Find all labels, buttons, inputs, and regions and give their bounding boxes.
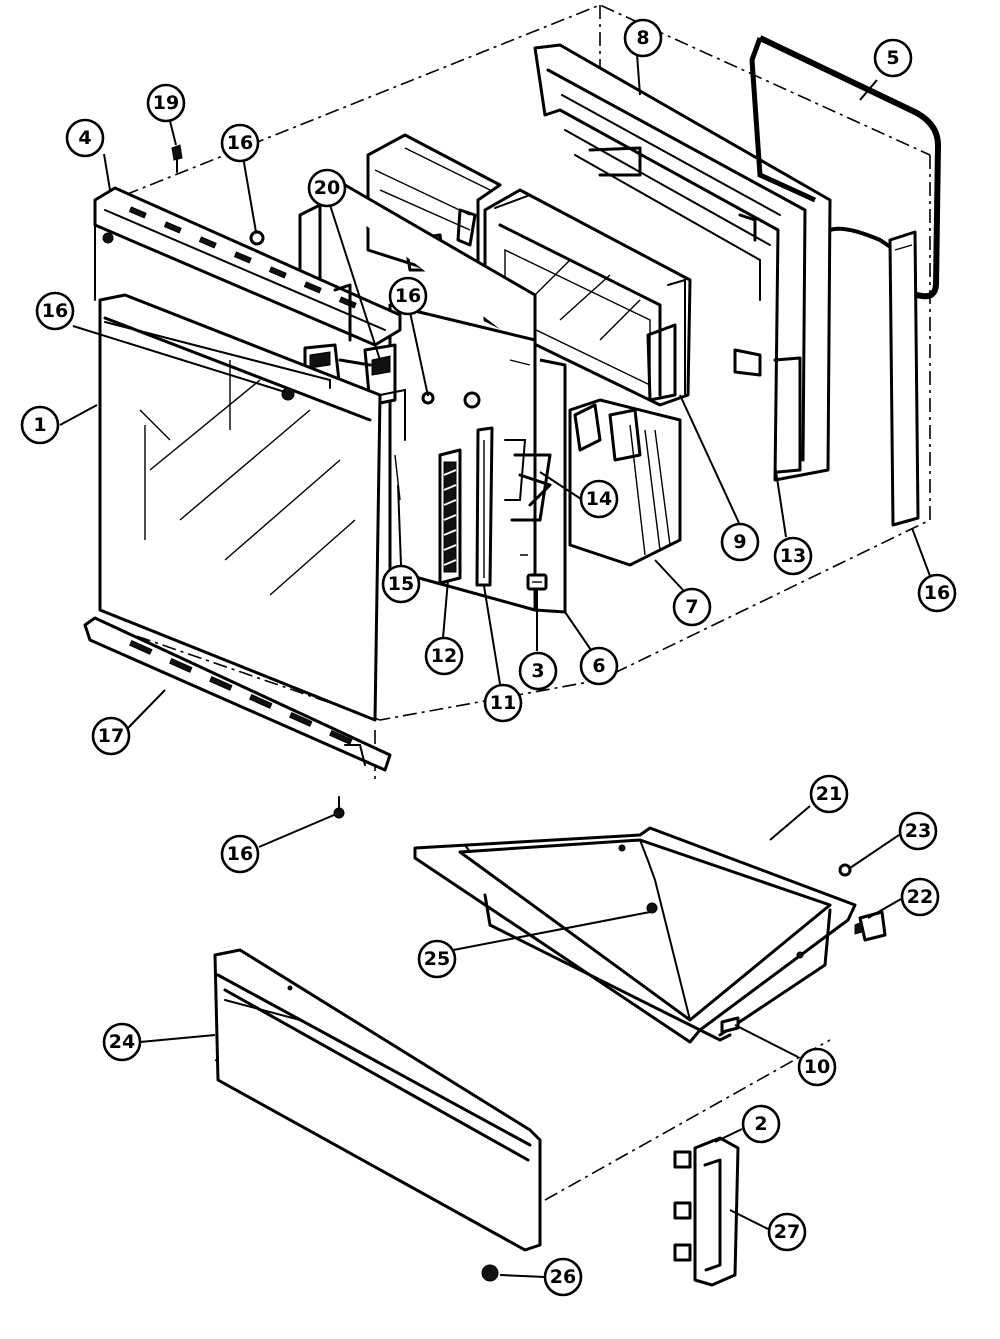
part-oven-liner-frame	[533, 43, 832, 482]
svg-text:22: 22	[907, 886, 933, 908]
part-drawer-front	[213, 948, 542, 1252]
callout-16-a: 16	[220, 123, 260, 163]
svg-text:1: 1	[33, 414, 46, 436]
svg-text:20: 20	[314, 177, 340, 199]
callout-24: 24	[102, 1022, 142, 1062]
callout-8: 8	[623, 18, 663, 58]
callout-4: 4	[65, 118, 105, 158]
callout-2: 2	[741, 1104, 781, 1144]
part-window-pack	[483, 188, 692, 407]
callouts: 1 2 3 4 5 6 7 8 9 10 11 12 13 14 15 16 1…	[20, 18, 957, 1297]
svg-text:15: 15	[388, 573, 414, 595]
callout-21: 21	[809, 774, 849, 814]
svg-text:7: 7	[685, 596, 698, 618]
part-oven-gasket	[749, 35, 942, 300]
part-outer-door	[98, 293, 406, 722]
callout-19: 19	[146, 83, 186, 123]
svg-text:21: 21	[816, 783, 842, 805]
callout-14: 14	[579, 479, 619, 519]
callout-12: 12	[424, 636, 464, 676]
callout-7: 7	[672, 587, 712, 627]
svg-text:16: 16	[42, 300, 68, 322]
svg-text:14: 14	[586, 488, 612, 510]
callout-1: 1	[20, 405, 60, 445]
callout-22: 22	[900, 877, 940, 917]
svg-text:26: 26	[550, 1266, 576, 1288]
callout-16-d: 16	[220, 834, 260, 874]
svg-text:19: 19	[153, 92, 179, 114]
callout-16-c: 16	[388, 276, 428, 316]
svg-text:25: 25	[424, 948, 450, 970]
part-3-clip	[526, 573, 548, 591]
leader-lines	[59, 53, 931, 1278]
part-side-trim-27	[673, 1136, 740, 1287]
part-26-foot	[481, 1264, 499, 1282]
svg-text:6: 6	[592, 655, 605, 677]
callout-16-b: 16	[35, 291, 75, 331]
callout-23: 23	[898, 811, 938, 851]
part-kick-strip	[83, 616, 392, 772]
svg-text:4: 4	[78, 127, 91, 149]
svg-text:11: 11	[490, 692, 516, 714]
svg-text:3: 3	[531, 660, 544, 682]
svg-text:5: 5	[886, 47, 899, 69]
callout-20: 20	[307, 168, 347, 208]
svg-text:10: 10	[804, 1056, 830, 1078]
callout-10: 10	[797, 1047, 837, 1087]
svg-text:16: 16	[227, 132, 253, 154]
callout-16-e: 16	[917, 573, 957, 613]
svg-text:16: 16	[227, 843, 253, 865]
part-control-panel	[93, 186, 402, 347]
screws	[171, 144, 852, 877]
callout-27: 27	[767, 1212, 807, 1252]
svg-text:12: 12	[431, 645, 457, 667]
svg-text:2: 2	[754, 1113, 767, 1135]
svg-text:16: 16	[924, 582, 950, 604]
part-side-trim	[888, 230, 920, 527]
callout-26: 26	[543, 1257, 583, 1297]
part-channel	[475, 426, 494, 587]
svg-text:23: 23	[905, 820, 931, 842]
part-insulation-block	[568, 398, 682, 567]
part-inner-door-panel	[298, 183, 567, 614]
callout-17: 17	[91, 716, 131, 756]
svg-text:9: 9	[733, 531, 746, 553]
svg-text:24: 24	[109, 1031, 135, 1053]
callout-15: 15	[381, 564, 421, 604]
svg-text:13: 13	[780, 545, 806, 567]
part-drawer-pan	[413, 826, 857, 1044]
part-perforated-strip	[438, 448, 462, 585]
callout-6: 6	[579, 646, 619, 686]
callout-13: 13	[773, 536, 813, 576]
svg-text:17: 17	[98, 725, 124, 747]
svg-text:8: 8	[636, 27, 649, 49]
callout-11: 11	[483, 683, 523, 723]
callout-25: 25	[417, 939, 457, 979]
callout-5: 5	[873, 38, 913, 78]
svg-text:27: 27	[774, 1221, 800, 1243]
callout-9: 9	[720, 522, 760, 562]
callout-3: 3	[518, 651, 558, 691]
svg-text:16: 16	[395, 285, 421, 307]
part-hinge	[510, 453, 552, 522]
